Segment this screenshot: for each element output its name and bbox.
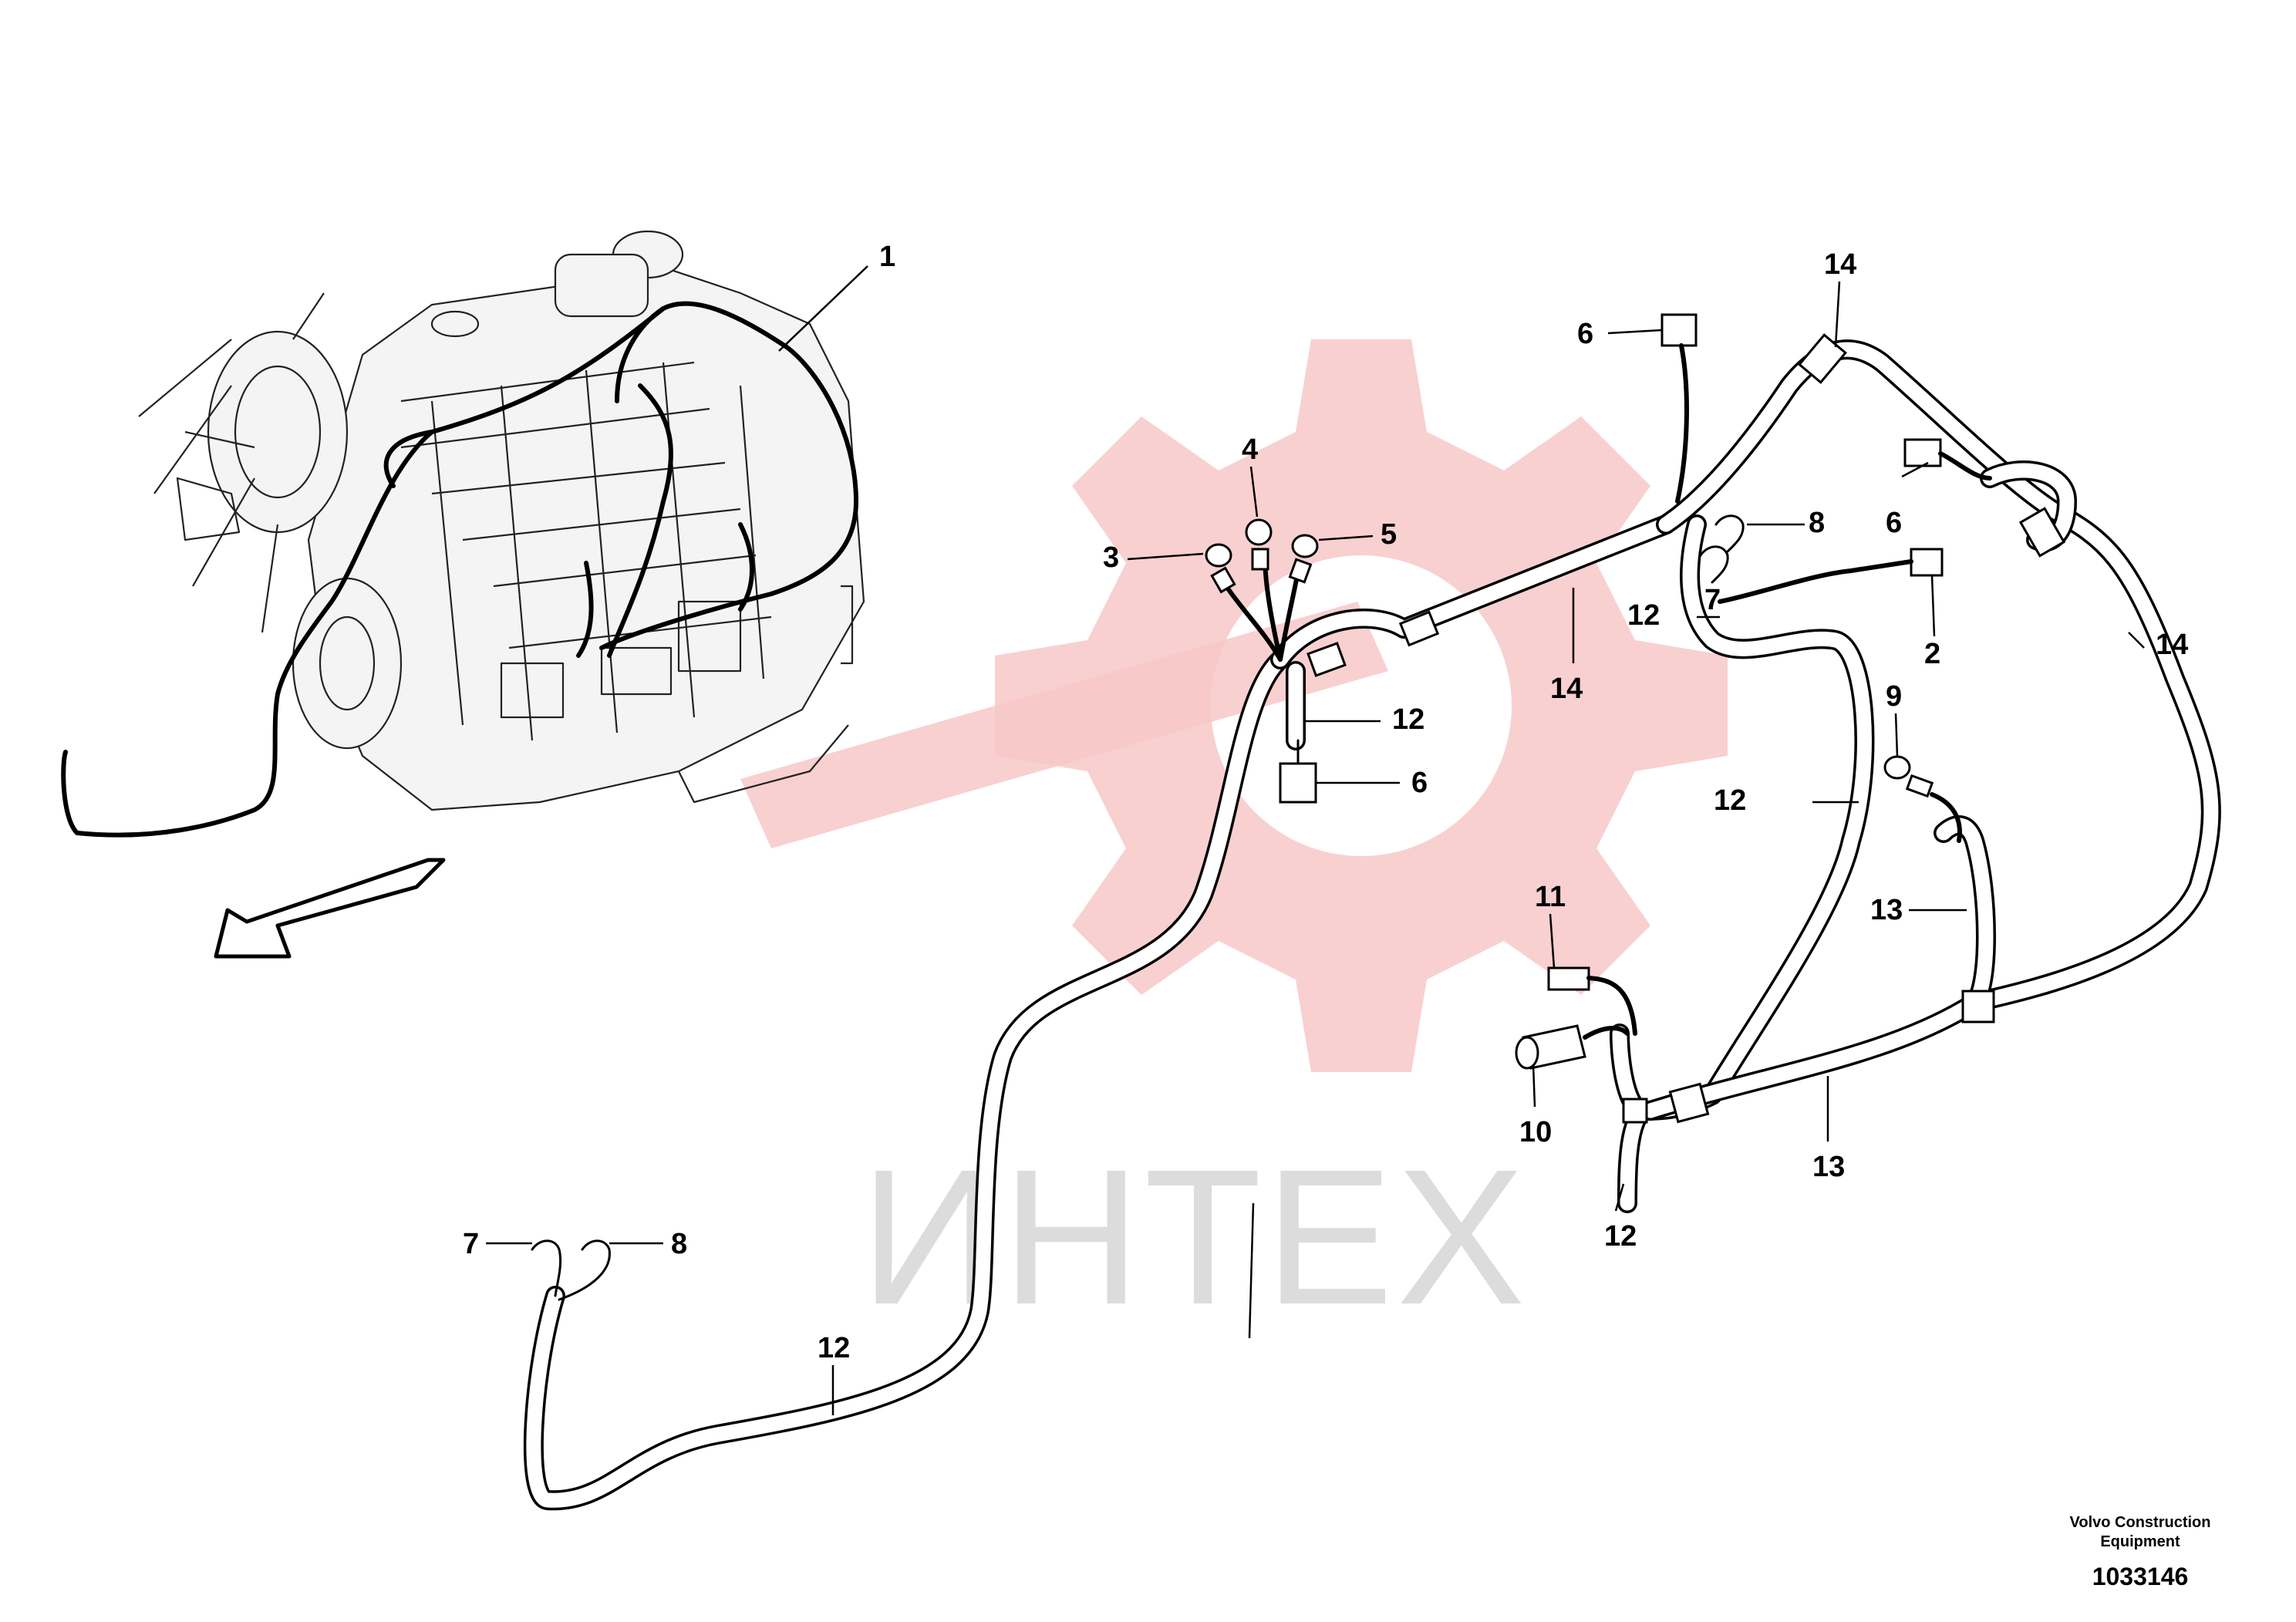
hook-terminal-7-icon <box>531 1239 562 1297</box>
drawing-footer: Volvo Construction Equipment 1033146 <box>2070 1514 2211 1590</box>
ring-terminal-3-icon <box>1205 543 1232 568</box>
callout-14-right: 14 <box>2156 629 2188 661</box>
callout-13-upper: 13 <box>1870 894 1903 926</box>
callout-7-right: 7 <box>1704 584 1721 616</box>
travel-direction-arrow-icon <box>214 858 446 959</box>
callout-12-right-lower: 12 <box>1604 1220 1637 1253</box>
hook-terminal-8-icon <box>558 1239 611 1301</box>
callout-8-left: 8 <box>671 1228 687 1260</box>
connector-6-center-icon <box>1279 762 1317 804</box>
callout-3: 3 <box>1103 541 1119 574</box>
callout-6-top: 6 <box>1577 318 1593 350</box>
connector-2-icon <box>1910 548 1944 577</box>
drawing-number: 1033146 <box>2092 1563 2189 1590</box>
callout-8-right: 8 <box>1809 507 1825 539</box>
callout-14-top: 14 <box>1824 248 1856 281</box>
callout-9: 9 <box>1886 680 1902 713</box>
main-harness-hoses <box>523 333 2221 1511</box>
connector-6-right-icon <box>1903 438 1942 467</box>
ring-terminal-9-icon <box>1883 755 1911 780</box>
ring-terminal-4-icon <box>1245 518 1273 546</box>
ring-terminal-5-icon <box>1291 534 1319 558</box>
hook-terminal-8b-icon <box>1714 514 1745 553</box>
callout-6-center: 6 <box>1411 767 1428 799</box>
engine-illustration <box>138 230 865 811</box>
company-name-line1: Volvo Construction <box>2070 1514 2211 1531</box>
connectors-and-leads <box>531 313 1992 1301</box>
callout-12-center: 12 <box>1392 703 1424 736</box>
company-name-line2: Equipment <box>2100 1533 2180 1550</box>
callout-12-bottom: 12 <box>818 1332 850 1364</box>
callout-5: 5 <box>1381 518 1397 551</box>
callout-11: 11 <box>1535 881 1566 913</box>
callout-6-right: 6 <box>1886 507 1902 539</box>
callout-4: 4 <box>1242 433 1258 466</box>
connector-6-top-icon <box>1660 313 1698 347</box>
callout-12-right-upper: 12 <box>1627 599 1660 632</box>
connector-11-icon <box>1547 966 1590 991</box>
hook-terminal-7b-icon <box>1699 545 1729 584</box>
watermark-gear-icon <box>740 339 1728 1072</box>
callout-10: 10 <box>1519 1116 1552 1148</box>
callout-1: 1 <box>879 241 895 273</box>
watermark-text: ИНТЕХ <box>860 1129 1528 1344</box>
callout-13-lower: 13 <box>1812 1151 1845 1183</box>
callout-14-center: 14 <box>1550 673 1583 705</box>
callout-labels: 1 2 3 4 5 6 6 6 7 7 8 8 9 10 11 12 12 12… <box>463 241 2188 1364</box>
leader-lines <box>486 265 2145 1415</box>
callout-2: 2 <box>1924 638 1940 670</box>
callout-12-right-middle: 12 <box>1714 784 1746 817</box>
callout-7-left: 7 <box>463 1228 479 1260</box>
engine-harness <box>61 301 858 838</box>
